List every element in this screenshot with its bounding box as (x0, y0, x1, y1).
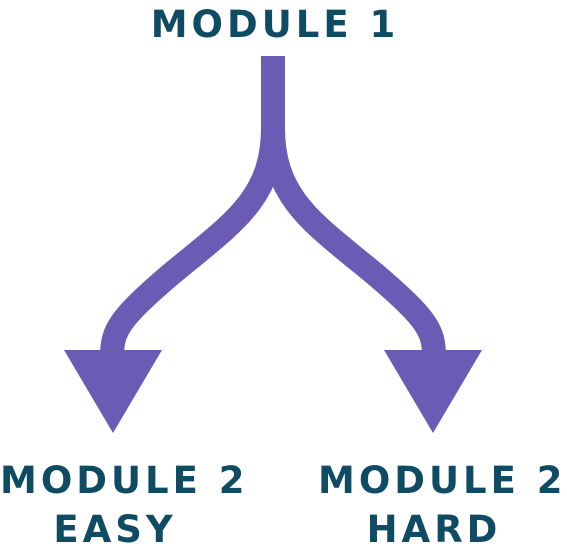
branching-arrows (64, 56, 482, 433)
module-2-easy-label: MODULE 2 EASY (0, 459, 249, 560)
left-arrowhead-icon (64, 350, 162, 433)
diagram-canvas: MODULE 1 MODULE 2 EASY MODULE 2 HARD (0, 3, 567, 560)
module-2-easy-line1: MODULE 2 (0, 459, 249, 502)
right-branch-path (261, 127, 446, 357)
right-arrowhead-icon (384, 350, 482, 433)
left-branch-path (100, 56, 285, 357)
module-2-hard-line2: HARD (366, 508, 502, 551)
module-1-title: MODULE 1 (150, 3, 400, 46)
module-2-hard-line1: MODULE 2 (318, 459, 567, 502)
module-2-hard-label: MODULE 2 HARD (318, 459, 567, 560)
module-2-easy-line2: EASY (53, 508, 177, 551)
